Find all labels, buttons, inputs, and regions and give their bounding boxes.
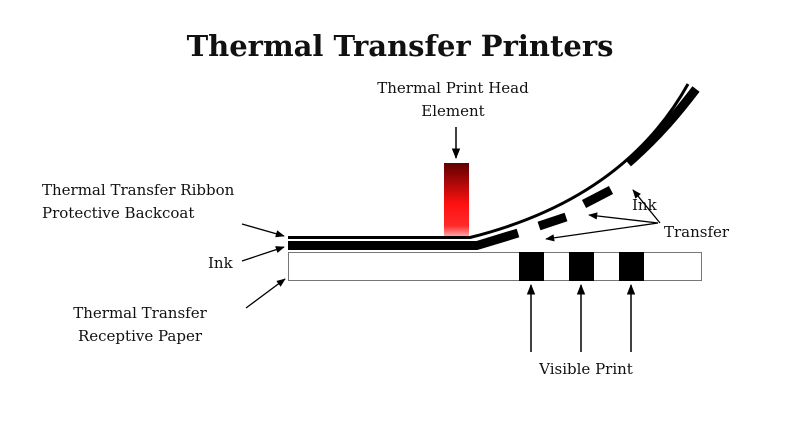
visible-print-mark bbox=[569, 252, 594, 281]
ribbon-arrow bbox=[241, 223, 285, 238]
paper-arrow bbox=[245, 278, 286, 309]
ink-transfer-arrow bbox=[545, 222, 659, 242]
print-head-label-line2: Element bbox=[421, 102, 484, 120]
ink-segment bbox=[537, 212, 568, 231]
ink-transfer-arrow bbox=[588, 212, 659, 224]
visible-print-label: Visible Print bbox=[538, 360, 633, 378]
visible-print-mark bbox=[519, 252, 544, 281]
print-head-element bbox=[444, 163, 469, 237]
paper-label-line1: Thermal Transfer bbox=[73, 304, 207, 322]
paper-label-line2: Receptive Paper bbox=[78, 327, 203, 345]
ink-arrow bbox=[241, 246, 285, 262]
ink-layer bbox=[288, 241, 478, 250]
ink-transfer-arrow bbox=[632, 189, 661, 224]
ribbon-label-line1: Thermal Transfer Ribbon bbox=[42, 181, 235, 199]
ink-transfer-label-line2: Transfer bbox=[664, 223, 730, 241]
ink-segment bbox=[581, 186, 614, 208]
print-head-label-line1: Thermal Print Head bbox=[377, 79, 529, 97]
diagram-title: Thermal Transfer Printers bbox=[187, 29, 614, 63]
ink-segment bbox=[475, 228, 520, 250]
ink-label: Ink bbox=[208, 254, 234, 272]
visible-print-mark bbox=[619, 252, 644, 281]
ribbon-label-line2: Protective Backcoat bbox=[42, 204, 194, 222]
ribbon-backcoat bbox=[288, 83, 690, 239]
ink-layer-remaining bbox=[625, 86, 700, 167]
